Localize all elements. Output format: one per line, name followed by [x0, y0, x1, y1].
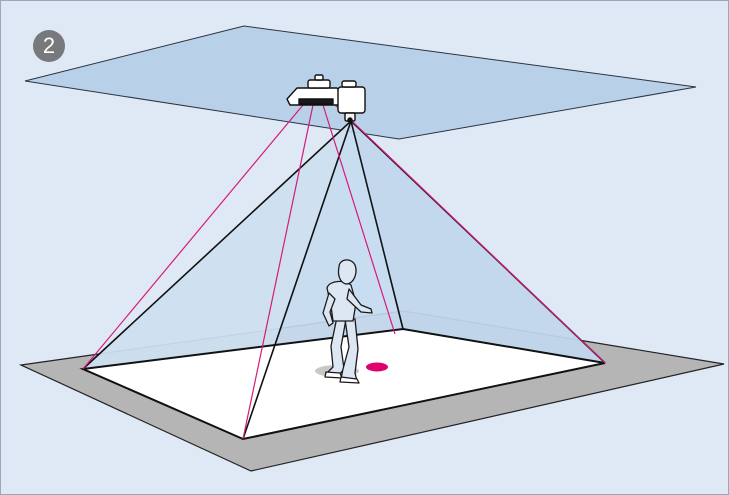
floor-marker — [366, 362, 388, 372]
child-figure-icon — [322, 259, 373, 384]
camera-sensor-icon — [337, 80, 366, 123]
sensor-rays — [82, 102, 606, 440]
projector-icon — [286, 74, 345, 106]
step-number-badge: 2 — [33, 30, 65, 62]
ceiling-panel — [24, 25, 697, 140]
